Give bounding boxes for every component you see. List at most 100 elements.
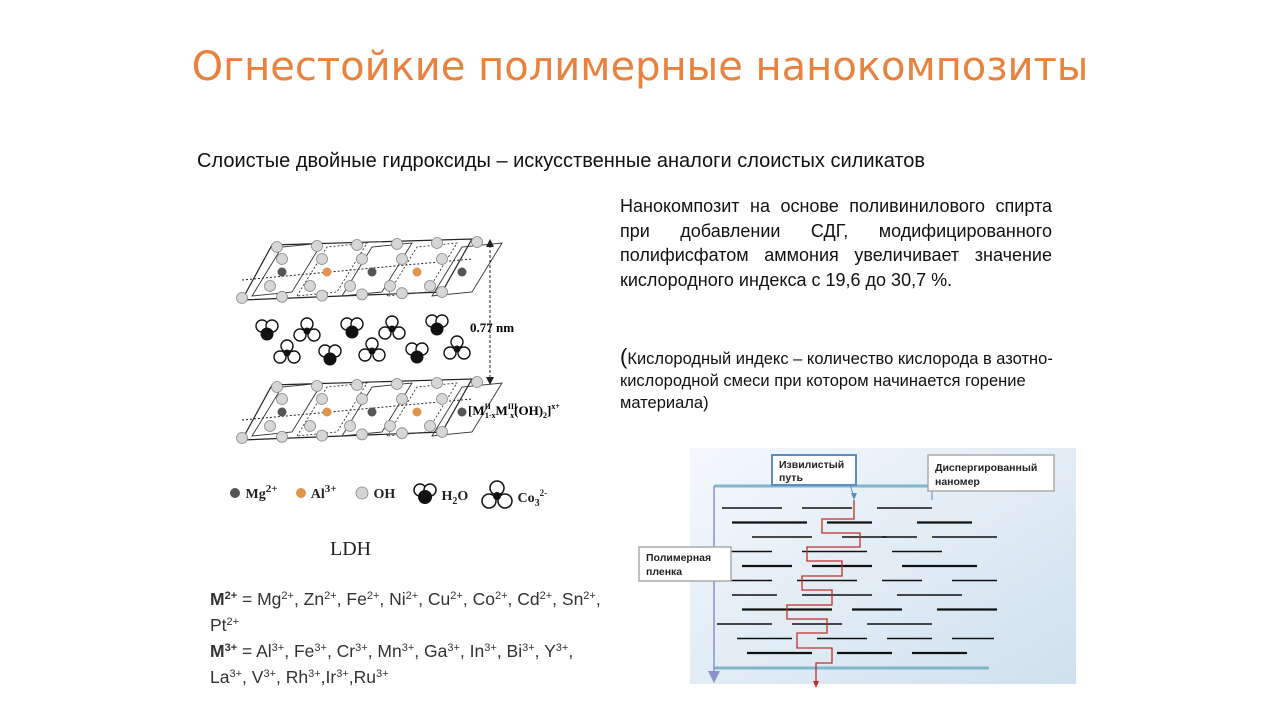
oh-sphere — [236, 292, 248, 304]
oh-sphere — [311, 380, 323, 392]
oh-sphere — [396, 393, 408, 405]
oh-sphere — [276, 430, 288, 443]
svg-text:Диспергированный: Диспергированный — [935, 462, 1037, 474]
al-atom — [412, 407, 422, 417]
ion-al: Al3+ — [256, 641, 285, 661]
oh-sphere — [356, 288, 368, 301]
oh-atom-icon — [355, 486, 369, 500]
svg-text:Извилистый: Извилистый — [779, 459, 844, 471]
oh-sphere — [396, 427, 408, 440]
legend-oh: OH — [354, 486, 395, 503]
legend-co3: Co32- — [480, 480, 547, 510]
oh-sphere — [344, 420, 356, 432]
ldh-layers — [236, 236, 503, 444]
ion-cd: Cd2+ — [517, 589, 553, 609]
oh-sphere — [276, 290, 288, 303]
ion-co: Co2+ — [472, 589, 508, 609]
mg-atom — [277, 407, 287, 417]
note-text: Кислородный индекс – количество кислород… — [620, 350, 1053, 412]
nanomer-label-box: Диспергированный наномер — [927, 454, 1055, 492]
oh-sphere — [264, 420, 276, 432]
note-open-paren: ( — [620, 344, 628, 369]
oh-sphere — [471, 376, 483, 388]
oh-sphere — [304, 420, 316, 432]
path-end-arrow — [813, 681, 819, 688]
oh-sphere — [351, 239, 363, 251]
oh-sphere — [304, 280, 316, 292]
mg-atom — [367, 267, 377, 277]
carbonate-anion — [293, 317, 321, 342]
water-molecule — [425, 314, 449, 336]
oh-sphere — [471, 236, 483, 248]
oh-sphere — [264, 280, 276, 292]
oh-sphere — [436, 393, 448, 405]
ldh-interlayer-anions — [255, 314, 471, 366]
film-label-box: Полимерная пленка — [638, 546, 732, 582]
path-label-box: Извилистый путь — [771, 454, 857, 486]
ion-fe: Fe3+ — [293, 641, 327, 661]
oxygen-index-note: (Кислородный индекс – количество кислоро… — [620, 346, 1060, 414]
ion-fe: Fe2+ — [346, 589, 380, 609]
oh-sphere — [344, 280, 356, 292]
oh-sphere — [356, 428, 368, 441]
ion-sn: Sn2+ — [561, 589, 596, 609]
mg-atom — [457, 267, 467, 277]
al-atom — [322, 267, 332, 277]
ldh-caption: LDH — [330, 538, 372, 560]
legend-h2o: H2O — [412, 482, 468, 507]
mg-atom — [457, 407, 467, 417]
oh-sphere — [316, 393, 328, 405]
slide-subtitle: Слоистые двойные гидроксиды – искусствен… — [197, 150, 926, 172]
oh-sphere — [236, 432, 248, 444]
water-molecule — [405, 342, 429, 364]
oh-sphere — [391, 378, 403, 390]
ion-y: Y3+ — [544, 641, 569, 661]
dispersed-nanomer-platelets — [717, 507, 997, 655]
oh-sphere — [276, 393, 288, 405]
ion-ga: Ga3+ — [424, 641, 460, 661]
ion-mn: Mn3+ — [377, 641, 415, 661]
oh-sphere — [316, 429, 328, 442]
oh-sphere — [271, 381, 283, 393]
oh-sphere — [276, 253, 288, 265]
mg-atom — [277, 267, 287, 277]
oh-sphere — [384, 280, 396, 292]
ion-ir: Ir3+ — [325, 667, 349, 687]
legend-mg: Mg2+ — [228, 484, 278, 503]
nanocomposite-description: Нанокомпозит на основе поливинилового сп… — [620, 196, 1052, 290]
al-atom-icon — [296, 488, 306, 498]
spacing-arrow — [486, 239, 494, 385]
tortuous-path-diagram: Извилистый путь Диспергированный наномер… — [638, 448, 1076, 688]
oh-sphere — [396, 287, 408, 300]
water-molecule — [318, 344, 342, 366]
legend-al: Al3+ — [294, 484, 337, 503]
ion-in: In3+ — [469, 641, 497, 661]
svg-text:наномер: наномер — [935, 476, 980, 488]
oh-sphere — [424, 420, 436, 432]
hydroxide-layer — [236, 376, 503, 444]
ion-ru: Ru3+ — [353, 667, 389, 687]
al-atom — [322, 407, 332, 417]
oh-sphere — [384, 420, 396, 432]
svg-text:путь: путь — [779, 472, 803, 484]
mg-atom — [367, 407, 377, 417]
ion-rh: Rh3+ — [285, 667, 321, 687]
water-molecule — [255, 319, 279, 341]
m2-ion-list: M2+ = Mg2+, Zn2+, Fe2+, Ni2+, Cu2+, Co2+… — [210, 589, 601, 635]
al-atom — [412, 267, 422, 277]
ion-ni: Ni2+ — [389, 589, 419, 609]
svg-text:Полимерная: Полимерная — [646, 552, 711, 564]
h2o-molecule-icon — [413, 483, 437, 504]
oh-sphere — [431, 237, 443, 249]
co3-anion-icon — [481, 480, 513, 509]
spacing-label: 0.77 nm — [470, 320, 514, 335]
ion-cr: Cr3+ — [336, 641, 368, 661]
carbonate-anion — [443, 335, 471, 360]
oh-sphere — [316, 253, 328, 265]
oh-sphere — [356, 393, 368, 405]
oh-sphere — [396, 253, 408, 265]
hydroxide-layer — [236, 236, 503, 304]
metal-ion-lists: M2+ = Mg2+, Zn2+, Fe2+, Ni2+, Cu2+, Co2+… — [210, 586, 610, 690]
oh-sphere — [431, 377, 443, 389]
tortuous-path-line — [786, 500, 861, 681]
